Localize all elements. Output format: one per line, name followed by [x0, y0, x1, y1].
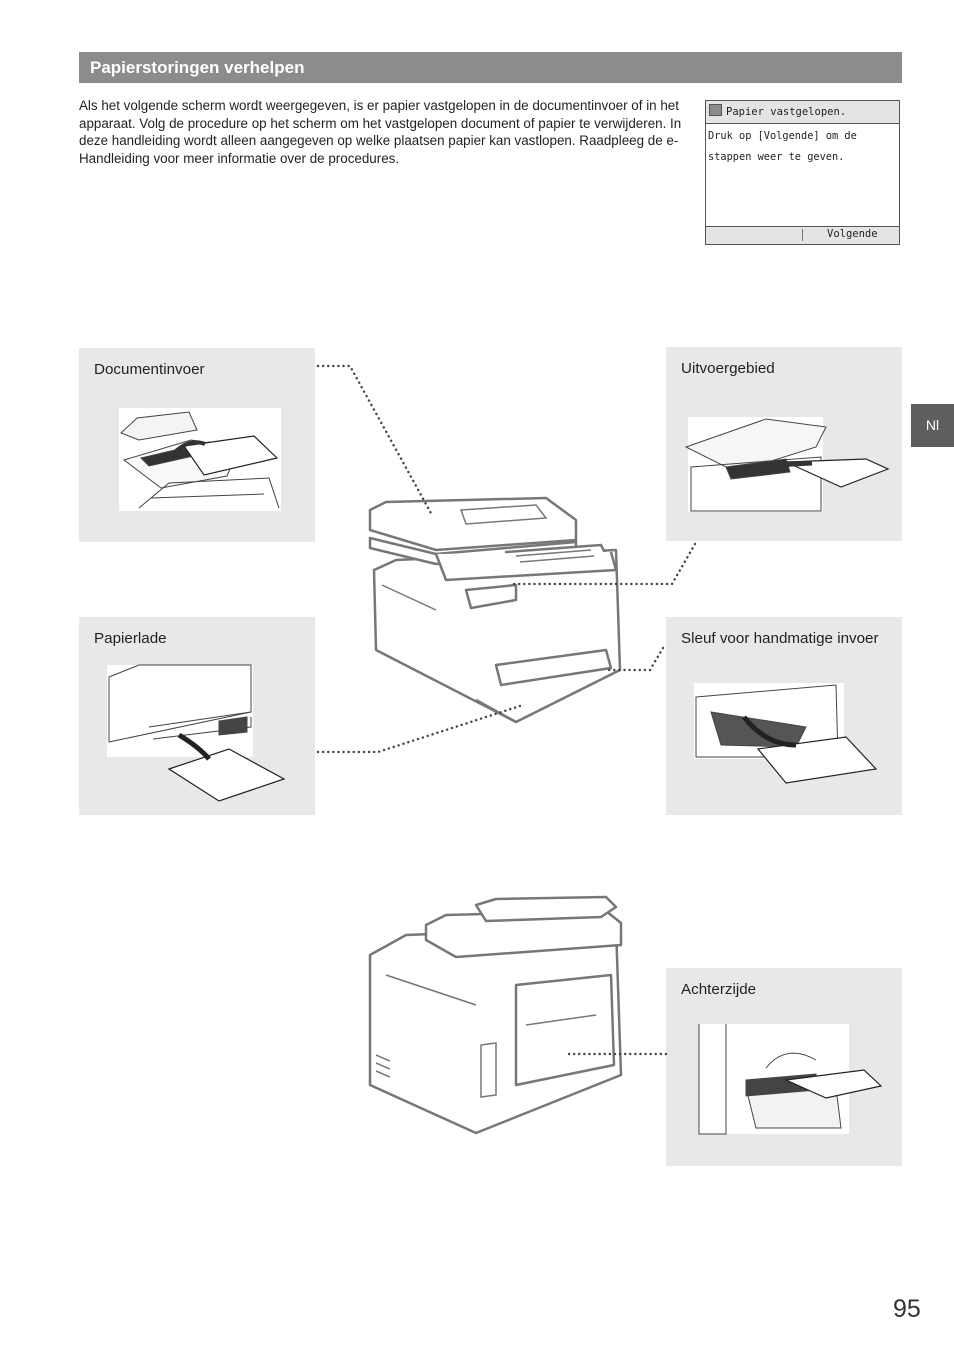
rear-jam-illustration — [698, 1024, 883, 1135]
intro-paragraph: Als het volgende scherm wordt weergegeve… — [79, 98, 682, 166]
lcd-divider — [802, 229, 803, 241]
section-title: Papierstoringen verhelpen — [90, 58, 305, 77]
panel-label: Documentinvoer — [94, 361, 205, 378]
tray-jam-illustration — [107, 664, 286, 802]
lcd-next-button[interactable]: Volgende — [827, 228, 878, 240]
panel-documentinvoer: Documentinvoer — [79, 348, 315, 542]
output-jam-illustration — [684, 417, 890, 512]
page-number: 95 — [893, 1295, 921, 1323]
manual-slot-jam-illustration — [694, 683, 878, 784]
lcd-title: Papier vastgelopen. — [726, 106, 847, 118]
lcd-line-1: Druk op [Volgende] om de — [708, 130, 857, 142]
panel-sleuf: Sleuf voor handmatige invoer — [666, 617, 902, 815]
lcd-title-bar: Papier vastgelopen. — [706, 101, 899, 124]
panel-label: Sleuf voor handmatige invoer — [681, 630, 879, 647]
panel-uitvoergebied: Uitvoergebied — [666, 347, 902, 541]
lcd-footer: Volgende — [706, 226, 899, 244]
jam-warning-icon — [709, 104, 722, 116]
lcd-message: Druk op [Volgende] om de stappen weer te… — [706, 124, 899, 167]
panel-papierlade: Papierlade — [79, 617, 315, 815]
panel-label: Papierlade — [94, 630, 167, 647]
panel-achterzijde: Achterzijde — [666, 968, 902, 1166]
panel-label: Achterzijde — [681, 981, 757, 998]
printer-rear-illustration — [368, 895, 623, 1135]
panel-label: Uitvoergebied — [681, 360, 775, 377]
printer-front-illustration — [368, 496, 622, 724]
section-header: Papierstoringen verhelpen — [79, 52, 902, 83]
language-tab: Nl — [911, 404, 954, 447]
lcd-line-2: stappen weer te geven. — [708, 150, 845, 163]
lcd-screen: Papier vastgelopen. Druk op [Volgende] o… — [705, 100, 900, 245]
feeder-jam-illustration — [119, 408, 281, 511]
